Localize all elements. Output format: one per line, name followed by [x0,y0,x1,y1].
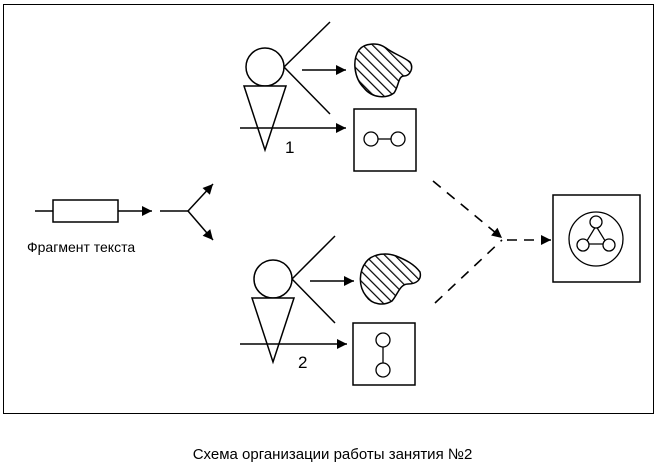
person-1-figure [240,21,346,153]
fragment-label: Фрагмент текста [27,239,135,255]
node-box-1 [353,108,417,172]
split-fork [160,183,214,241]
workflow-diagram: Фрагмент текста 1 2 [3,4,654,414]
person-2-figure [240,235,354,365]
result-network-box [552,194,641,283]
person-2-label: 2 [298,353,307,372]
hatched-blob-1 [354,43,413,98]
node-box-2 [352,322,416,386]
hatched-blob-2 [359,253,422,305]
merge-dashed-arrows [432,180,551,304]
diagram-caption: Схема организации работы занятия №2 [192,446,473,463]
diagram-frame [3,4,654,414]
text-fragment-rect [52,199,119,223]
text-fragment-block [35,199,152,223]
person-1-label: 1 [285,138,294,157]
